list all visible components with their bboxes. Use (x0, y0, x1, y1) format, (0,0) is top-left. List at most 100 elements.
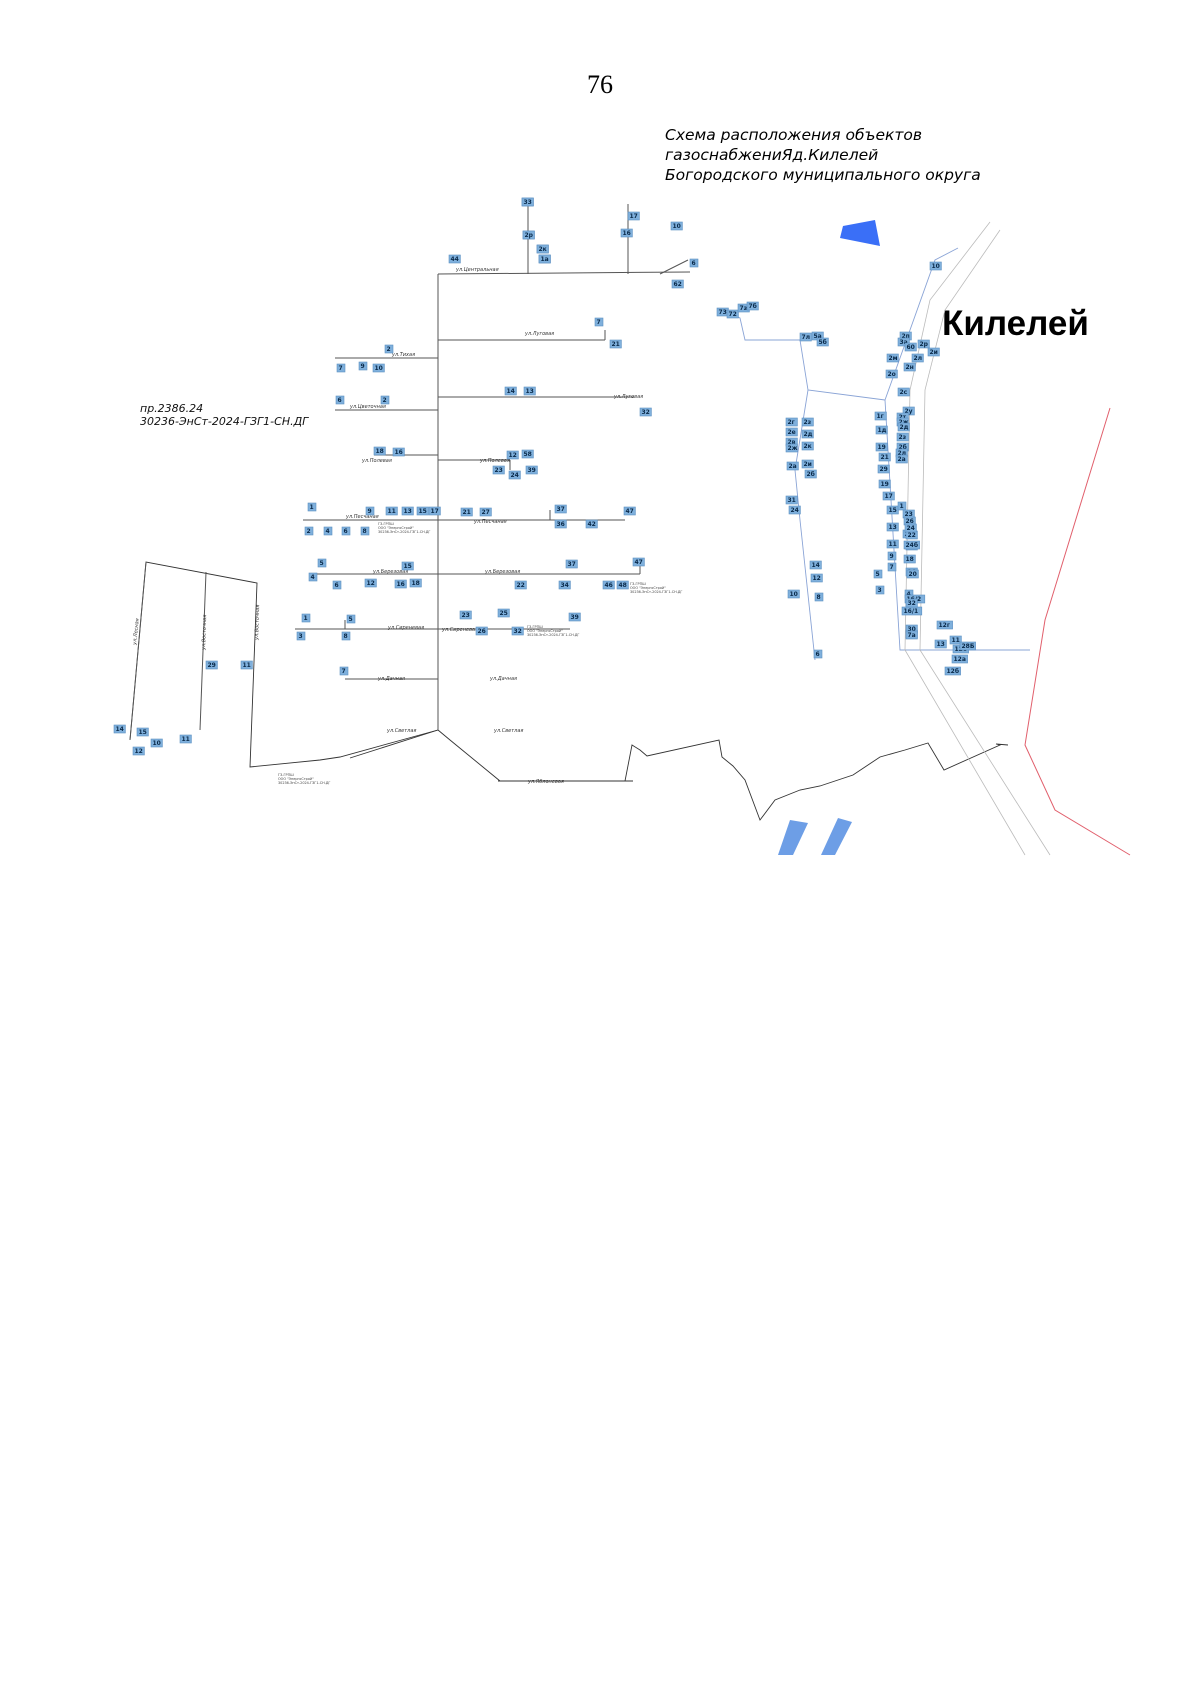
house-marker-box (887, 562, 897, 572)
house-number-marker: 60 (904, 342, 917, 352)
house-number-label: 27 (482, 509, 490, 516)
house-number-label: 11 (388, 508, 396, 515)
house-number-label: 11 (243, 662, 251, 669)
house-marker-box (307, 502, 317, 512)
house-number-marker: 19 (878, 479, 891, 489)
house-number-label: 4 (311, 574, 315, 581)
house-number-label: 6 (344, 528, 348, 535)
house-number-label: 3а (900, 339, 908, 346)
house-number-marker: 24 (508, 470, 521, 480)
house-number-marker: 29 (205, 660, 218, 670)
house-number-marker: 8 (814, 592, 824, 602)
house-number-label: 14 (507, 388, 515, 395)
house-number-marker: 10 (150, 738, 163, 748)
house-number-marker: 11 (886, 539, 899, 549)
village-label: Килелей (942, 304, 1089, 343)
house-number-marker: 10 (670, 221, 683, 231)
house-number-marker: 2а (895, 454, 908, 464)
house-number-marker: 27 (479, 507, 492, 517)
house-marker-box (639, 407, 652, 417)
street-label: ул.Песчаная (473, 519, 507, 525)
house-number-marker: 28Б (959, 641, 976, 651)
street-label: ул.Восточная (201, 615, 208, 651)
house-number-label: 31 (788, 497, 796, 504)
house-marker-box (785, 417, 798, 427)
house-marker-box (521, 449, 534, 459)
house-number-label: 13 (937, 641, 945, 648)
house-number-marker: 72 (726, 309, 739, 319)
house-number-label: 9 (368, 508, 372, 515)
eastern-pipeline-network (719, 247, 1030, 661)
house-number-label: 2а (898, 456, 906, 463)
house-marker-box (949, 635, 962, 645)
house-number-label: 39 (528, 467, 536, 474)
house-marker-box (521, 197, 534, 207)
house-number-marker: 21 (878, 452, 891, 462)
street-label: ул.Центральная (455, 267, 499, 273)
house-number-marker: 17 (627, 211, 640, 221)
house-number-label: 11 (952, 637, 960, 644)
street-label: ул.Дачная (489, 676, 517, 682)
house-number-marker: 2ж (785, 443, 798, 453)
administrative-border (1024, 407, 1131, 856)
house-number-label: 33 (524, 199, 532, 206)
house-number-marker: 9 (365, 506, 375, 516)
house-number-label: 14 (116, 726, 124, 733)
house-marker-box (903, 540, 920, 550)
house-number-label: 8 (817, 594, 821, 601)
house-number-label: 8 (344, 633, 348, 640)
house-marker-box (897, 422, 910, 432)
house-number-marker: 11 (385, 506, 398, 516)
house-marker-box (136, 727, 149, 737)
house-number-marker: 24б (903, 540, 920, 550)
house-marker-box (506, 450, 519, 460)
house-number-marker: 5б (816, 337, 829, 347)
house-marker-box (523, 386, 536, 396)
house-number-label: 73 (719, 309, 727, 316)
house-marker-box (786, 461, 799, 471)
house-number-label: 46 (605, 582, 613, 589)
house-number-marker: 2к (536, 244, 549, 254)
house-marker-box (504, 386, 517, 396)
house-number-label: 6 (816, 651, 820, 658)
house-number-marker: 12 (810, 573, 823, 583)
house-marker-box (364, 578, 377, 588)
house-marker-box (816, 337, 829, 347)
house-number-marker: 62 (671, 279, 684, 289)
house-number-marker: 2и (801, 459, 814, 469)
street-label: ул.Березовая (372, 569, 408, 575)
grpsh-label: ГЗ-ГРПШ (278, 773, 294, 777)
house-number-marker: 9 (887, 551, 897, 561)
house-number-marker: 10 (787, 589, 800, 599)
house-number-marker: 2н (903, 362, 916, 372)
house-number-marker: 2г (785, 417, 798, 427)
house-number-label: 2 (387, 346, 391, 353)
house-number-marker: 1 (301, 613, 311, 623)
house-number-label: 1а (541, 256, 549, 263)
water-pond-north (840, 220, 880, 246)
house-number-marker: 16 (620, 228, 633, 238)
house-number-marker: 32 (639, 407, 652, 417)
house-number-marker: 21 (609, 339, 622, 349)
house-marker-box (620, 228, 633, 238)
house-marker-box (536, 244, 549, 254)
house-number-marker: 3а (897, 337, 910, 347)
house-number-marker: 10 (929, 261, 942, 271)
house-number-label: 6 (692, 260, 696, 267)
house-marker-box (558, 580, 571, 590)
house-number-label: 21 (881, 454, 889, 461)
house-marker-box (671, 279, 684, 289)
house-number-label: 2в (788, 439, 796, 446)
house-number-label: 16 (397, 581, 405, 588)
house-number-label: 32 (642, 409, 650, 416)
house-number-label: 7л (802, 334, 811, 341)
house-number-marker: 14 (504, 386, 517, 396)
street-label: ул.Полевая (479, 458, 510, 464)
house-number-label: 7 (342, 668, 346, 675)
house-marker-box (689, 258, 699, 268)
grpsh-owner: ООО "ЭнергоСтрой" (630, 586, 666, 590)
house-number-marker: 2 (304, 526, 314, 536)
house-number-marker: 18 (409, 578, 422, 588)
house-number-marker: 12б (944, 666, 961, 676)
